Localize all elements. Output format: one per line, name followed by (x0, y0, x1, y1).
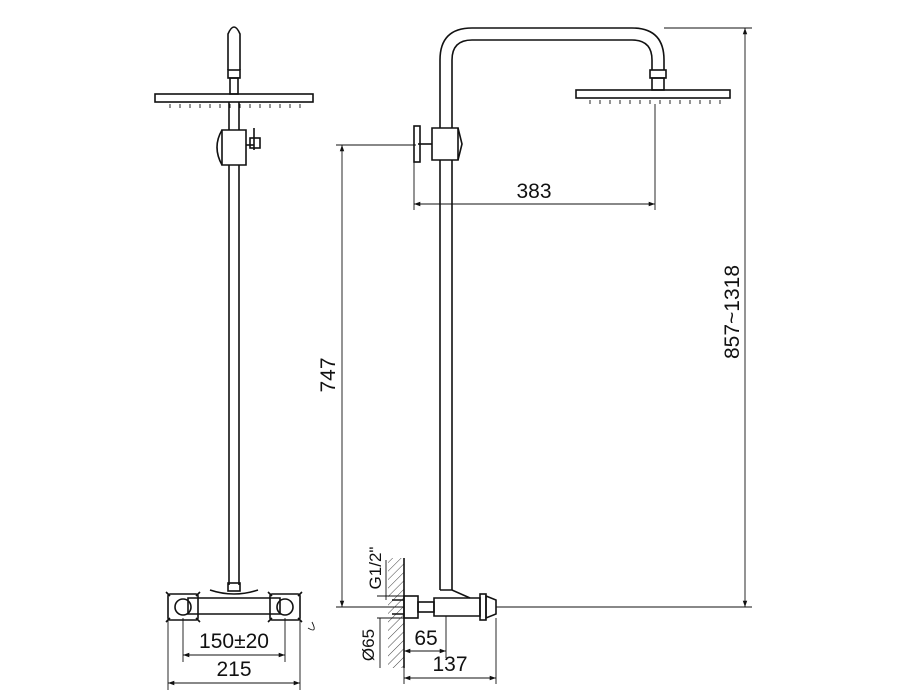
diameter-label: Ø65 (359, 629, 378, 661)
dim-pipe-height: 747 (317, 144, 416, 608)
total-height-label: 857~1318 (721, 265, 744, 359)
riser-pipe-side (439, 27, 667, 590)
dim-thread: G1/2" (366, 547, 387, 600)
side-view: 747 383 857~1318 G1/2" Ø65 (317, 27, 752, 684)
dim-total-height: 857~1318 (496, 27, 752, 608)
shower-head-side (575, 89, 731, 104)
front-view: 150±20 215 (154, 26, 315, 690)
right-handle-icon (267, 591, 303, 623)
arm-reach-label: 383 (516, 180, 551, 203)
dim-depth: 137 (403, 618, 497, 684)
dim-diameter: Ø65 (359, 595, 404, 668)
wall-section (388, 558, 404, 668)
shower-head-front (154, 93, 314, 108)
mixer-side (403, 589, 497, 621)
depth-label: 137 (432, 653, 467, 676)
pipe-height-label: 747 (317, 357, 340, 392)
width-label: 215 (216, 658, 251, 681)
dim-wall-offset: 65 (403, 616, 447, 658)
dim-width: 215 (167, 620, 301, 690)
mixer-body-front (165, 589, 315, 631)
dim-arm-reach: 383 (413, 104, 656, 210)
dim-spacing: 150±20 (182, 618, 286, 662)
diverter-front (216, 128, 261, 166)
spacing-label: 150±20 (199, 630, 269, 653)
inlet-connector (392, 599, 404, 615)
thread-label: G1/2" (366, 547, 385, 590)
left-handle-icon (165, 591, 201, 623)
diverter-side (413, 125, 463, 163)
riser-pipe-front (227, 102, 241, 592)
wall-offset-label: 65 (414, 627, 437, 650)
